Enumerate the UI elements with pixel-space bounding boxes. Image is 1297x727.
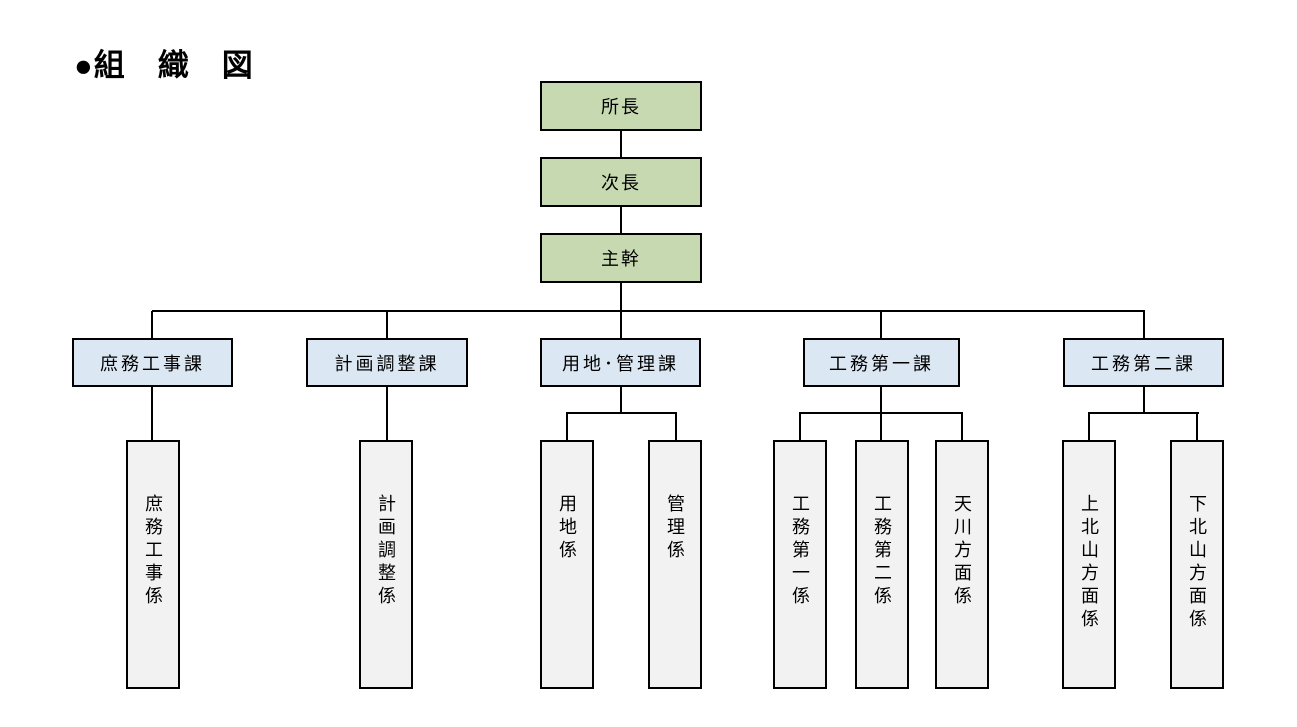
connector-chief-trunk <box>620 283 622 311</box>
connector-main-rail <box>152 310 1145 312</box>
page-title: ●組 織 図 <box>74 48 254 83</box>
node-works-second-division: 工務第二課 <box>1063 338 1224 387</box>
section-label: 工務第一係 <box>790 494 810 609</box>
connector-division3-drop-1 <box>566 413 568 440</box>
node-director: 所長 <box>540 81 702 131</box>
node-shimokitayama-area-section: 下北山方面係 <box>1170 440 1224 689</box>
section-label: 用地係 <box>557 494 577 563</box>
connector-division5-drop-1 <box>1088 413 1090 440</box>
section-label: 天川方面係 <box>952 494 972 609</box>
division-label: 工務第二課 <box>1091 353 1196 374</box>
division-label: 用地･管理課 <box>562 353 679 374</box>
node-kamikitayama-area-section: 上北山方面係 <box>1062 440 1116 689</box>
node-chief-manager: 主幹 <box>540 233 702 283</box>
connector-division5-stem <box>1143 387 1145 414</box>
connector-division1-section <box>151 387 153 440</box>
connector-division5-drop-2 <box>1196 413 1198 440</box>
connector-drop-division-4 <box>880 311 882 338</box>
section-label: 上北山方面係 <box>1079 494 1099 632</box>
node-general-affairs-works-section: 庶務工事係 <box>126 440 180 689</box>
node-management-section: 管理係 <box>648 440 702 689</box>
connector-division2-section <box>386 387 388 440</box>
connector-drop-division-5 <box>1143 311 1145 338</box>
node-chief-manager-label: 主幹 <box>601 249 641 269</box>
connector-division3-stem <box>620 387 622 414</box>
node-land-section: 用地係 <box>540 440 594 689</box>
node-deputy-director: 次長 <box>540 157 702 207</box>
node-tenkawa-area-section: 天川方面係 <box>935 440 989 689</box>
connector-deputy-chief <box>620 207 622 233</box>
connector-division5-rail <box>1088 412 1199 414</box>
node-planning-coordination-division: 計画調整課 <box>306 338 468 387</box>
node-works-first-section: 工務第一係 <box>773 440 827 689</box>
division-label: 計画調整課 <box>334 353 440 374</box>
connector-division4-drop-3 <box>961 413 963 440</box>
connector-division3-rail <box>566 412 677 414</box>
connector-drop-division-3 <box>620 311 622 338</box>
section-label: 管理係 <box>665 494 685 563</box>
section-label: 工務第二係 <box>872 494 892 609</box>
node-land-management-division: 用地･管理課 <box>540 338 701 387</box>
connector-division3-drop-2 <box>675 413 677 440</box>
division-label: 庶務工事課 <box>100 353 205 374</box>
node-works-second-section: 工務第二係 <box>855 440 909 689</box>
node-director-label: 所長 <box>601 97 641 117</box>
division-label: 工務第一課 <box>829 353 934 374</box>
connector-division4-drop-1 <box>799 413 801 440</box>
node-works-first-division: 工務第一課 <box>803 338 960 387</box>
connector-drop-division-1 <box>151 311 153 338</box>
node-deputy-director-label: 次長 <box>601 173 641 193</box>
connector-director-deputy <box>620 131 622 157</box>
node-planning-coordination-section: 計画調整係 <box>359 440 413 689</box>
section-label: 下北山方面係 <box>1187 494 1207 632</box>
section-label: 計画調整係 <box>376 494 396 609</box>
connector-drop-division-2 <box>386 311 388 338</box>
section-label: 庶務工事係 <box>143 494 163 609</box>
connector-division4-rail <box>799 412 963 414</box>
node-general-affairs-works-division: 庶務工事課 <box>72 338 233 387</box>
